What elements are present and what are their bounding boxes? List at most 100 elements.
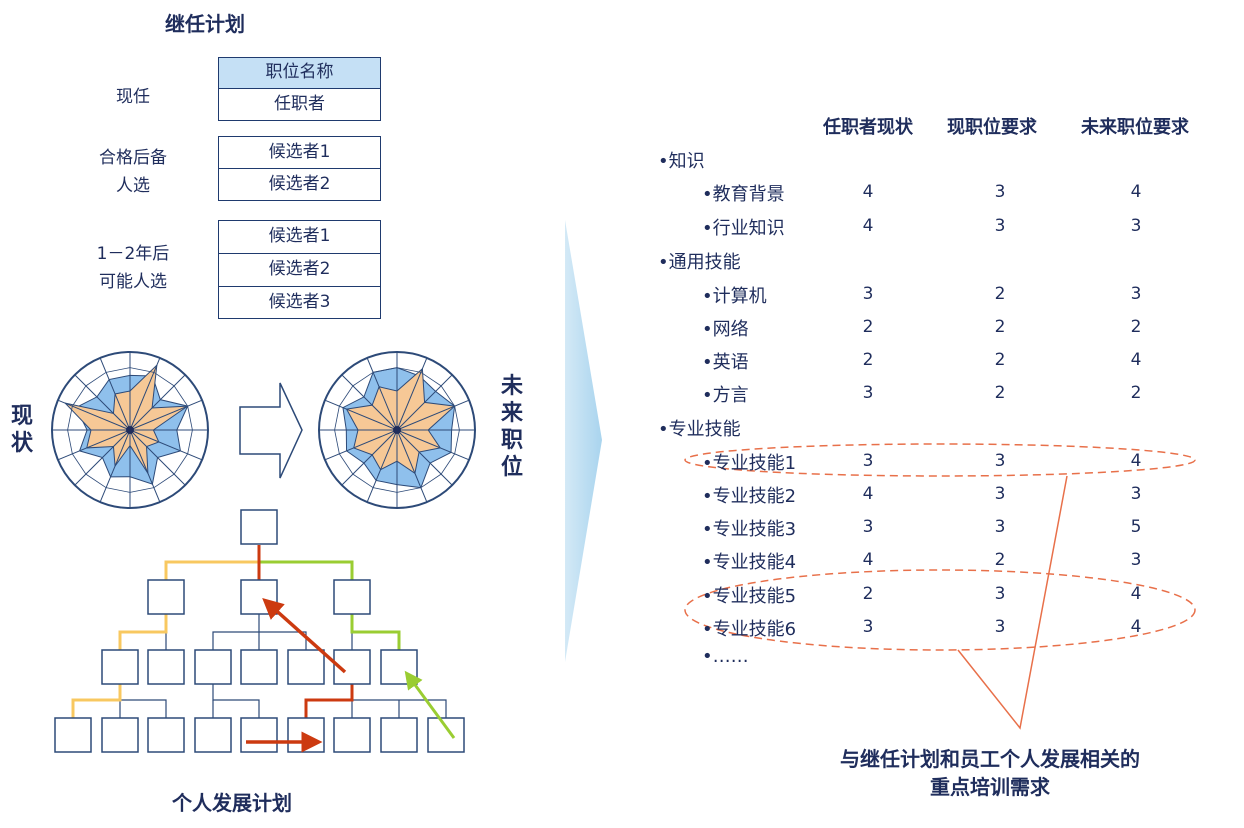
header-incumbent: 任职者现状 xyxy=(823,117,913,138)
radar-ring xyxy=(339,385,354,407)
label-char: 未 xyxy=(500,374,523,399)
promotion-arrow xyxy=(262,598,347,674)
row-label: •知识 xyxy=(658,151,705,172)
position-name-box: 职位名称 xyxy=(218,57,381,89)
radar-ring xyxy=(440,385,455,407)
radar-ring xyxy=(339,453,354,475)
org-connector xyxy=(212,614,260,650)
value-cell: 4 xyxy=(1130,617,1142,637)
org-box xyxy=(333,579,371,615)
value-cell: 5 xyxy=(1130,517,1142,537)
row-label: •…… xyxy=(702,646,749,667)
value-cell: 4 xyxy=(862,216,874,236)
value-cell: 3 xyxy=(994,484,1006,504)
transition-arrow-icon xyxy=(239,382,303,479)
succession-title: 继任计划 xyxy=(165,12,245,36)
value-cell: 2 xyxy=(1130,383,1142,403)
radar-ring xyxy=(334,429,340,454)
radar-ring xyxy=(173,453,188,475)
value-cell: 4 xyxy=(1130,584,1142,604)
value-cell: 3 xyxy=(1130,484,1142,504)
radar-ring xyxy=(85,473,107,488)
value-cell: 2 xyxy=(994,383,1006,403)
radar-ring xyxy=(454,429,460,454)
radar-spoke xyxy=(74,374,131,431)
radar-spoke xyxy=(396,374,453,431)
label-char: 来 xyxy=(500,401,523,426)
value-cell: 2 xyxy=(1130,317,1142,337)
training-callout: 与继任计划和员工个人发展相关的 重点培训需求 xyxy=(790,745,1190,801)
radar-spoke xyxy=(324,399,398,431)
value-cell: 3 xyxy=(1130,216,1142,236)
group-label-qualified: 合格后备人选 xyxy=(73,144,193,200)
value-cell: 4 xyxy=(862,484,874,504)
radar-ring xyxy=(67,429,73,454)
value-cell: 4 xyxy=(862,182,874,202)
org-box xyxy=(240,579,278,615)
radar-spoke xyxy=(366,357,398,431)
row-label: •专业技能1 xyxy=(702,453,797,474)
radar-ring xyxy=(187,429,193,454)
org-connector xyxy=(119,684,167,718)
row-label: •英语 xyxy=(702,352,749,373)
org-box xyxy=(194,649,232,685)
value-cell: 3 xyxy=(862,451,874,471)
radar-ring xyxy=(440,453,455,475)
radar-ring xyxy=(153,473,175,488)
row-label: •行业知识 xyxy=(702,218,785,239)
org-box xyxy=(287,717,325,753)
label-line: 人选 xyxy=(116,176,150,196)
value-cell: 3 xyxy=(994,584,1006,604)
radar-spoke xyxy=(129,374,186,431)
org-box xyxy=(147,717,185,753)
radar-ring xyxy=(352,473,374,488)
group-label-current: 现任 xyxy=(73,83,193,111)
highlight-ellipse xyxy=(684,443,1196,477)
radar-ring xyxy=(72,453,87,475)
radar-spoke xyxy=(396,429,428,503)
radar-ring xyxy=(153,372,175,387)
radar-ring xyxy=(396,367,421,373)
value-cell: 4 xyxy=(862,550,874,570)
radar-ring xyxy=(396,487,421,493)
development-caption: 个人发展计划 xyxy=(172,791,292,815)
org-box xyxy=(333,649,371,685)
path-yellow xyxy=(164,560,259,580)
org-box xyxy=(427,717,465,753)
radar-ring xyxy=(85,372,107,387)
radar-center xyxy=(126,426,134,434)
org-box xyxy=(240,717,278,753)
value-cell: 2 xyxy=(994,317,1006,337)
label-line: 1－2年后 xyxy=(96,244,170,264)
candidate-box: 候选者2 xyxy=(218,168,381,201)
radar-ring xyxy=(352,372,374,387)
radar-spoke xyxy=(57,429,131,461)
label-char: 状 xyxy=(10,431,33,456)
value-cell: 2 xyxy=(994,550,1006,570)
org-box xyxy=(147,649,185,685)
callout-line: 与继任计划和员工个人发展相关的 xyxy=(840,747,1140,771)
row-label: •专业技能3 xyxy=(702,519,797,540)
value-cell: 4 xyxy=(1130,182,1142,202)
value-cell: 3 xyxy=(994,517,1006,537)
radar-center xyxy=(393,426,401,434)
value-cell: 3 xyxy=(862,284,874,304)
candidate-box: 候选者1 xyxy=(218,220,381,254)
radar-spoke xyxy=(396,399,470,431)
radar-ring xyxy=(454,406,460,431)
label-char: 现 xyxy=(10,404,33,429)
org-connector xyxy=(259,631,307,650)
value-cell: 3 xyxy=(994,216,1006,236)
org-box xyxy=(54,717,92,753)
org-connector xyxy=(212,684,260,718)
value-cell: 3 xyxy=(862,617,874,637)
row-label: •计算机 xyxy=(702,286,767,307)
radar-spoke xyxy=(99,429,131,503)
value-cell: 3 xyxy=(1130,284,1142,304)
row-label: •网络 xyxy=(702,319,749,340)
row-label: •教育背景 xyxy=(702,184,785,205)
chevron-arrow xyxy=(565,220,602,662)
value-cell: 2 xyxy=(994,284,1006,304)
candidate-box: 候选者3 xyxy=(218,286,381,319)
